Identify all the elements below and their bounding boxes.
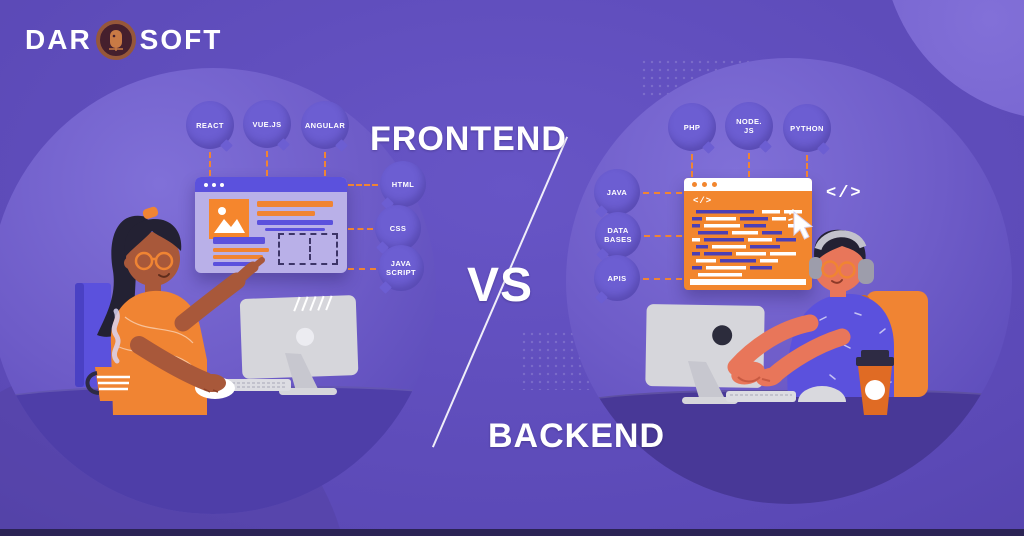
window-dot-icon bbox=[212, 182, 216, 187]
window-dot-icon bbox=[712, 182, 717, 187]
bubble-java: JAVA bbox=[594, 169, 640, 215]
browser-titlebar bbox=[195, 177, 347, 192]
darsoft-logo: DAR SOFT bbox=[25, 20, 222, 60]
dashed-connector bbox=[691, 154, 693, 177]
dashed-connector bbox=[643, 192, 682, 194]
bubble-python: PYTHON bbox=[783, 104, 831, 152]
dashed-connector bbox=[348, 268, 376, 270]
window-dot-icon bbox=[702, 182, 707, 187]
bubble-css: CSS bbox=[375, 205, 421, 251]
window-dot-icon bbox=[692, 182, 697, 187]
dashed-connector bbox=[266, 151, 268, 176]
code-editor-window: </> bbox=[684, 178, 812, 290]
text-line-bar bbox=[257, 220, 333, 225]
image-placeholder-icon bbox=[209, 199, 249, 239]
dashed-placeholder-box bbox=[278, 233, 338, 265]
owl-emblem-icon bbox=[95, 20, 136, 60]
text-line-bar bbox=[213, 237, 265, 244]
backend-desk bbox=[566, 390, 1012, 504]
frontend-heading: FRONTEND bbox=[370, 120, 567, 158]
dashed-connector bbox=[806, 155, 808, 177]
dashed-connector bbox=[644, 235, 682, 237]
dashed-connector bbox=[324, 152, 326, 176]
bubble-javascript: JAVA SCRIPT bbox=[378, 245, 424, 291]
bubble-databases: DATA BASES bbox=[595, 212, 641, 258]
bubble-angular: ANGULAR bbox=[301, 101, 349, 149]
text-line-bar bbox=[213, 248, 269, 252]
text-line-bar bbox=[257, 211, 315, 216]
bubble-html: HTML bbox=[380, 161, 426, 207]
text-line-bar bbox=[213, 262, 255, 266]
bubble-vuejs: VUE.JS bbox=[243, 100, 291, 148]
mouse-cursor-icon bbox=[788, 209, 814, 240]
logo-text-suffix: SOFT bbox=[139, 24, 223, 55]
picture-icon bbox=[214, 207, 245, 233]
bubble-php: PHP bbox=[668, 103, 716, 151]
dashed-connector bbox=[348, 228, 373, 230]
dashed-connector bbox=[643, 278, 682, 280]
dashed-connector bbox=[748, 153, 750, 177]
window-dot-icon bbox=[204, 182, 208, 187]
bubble-nodejs: NODE. JS bbox=[725, 102, 773, 150]
bubble-react: REACT bbox=[186, 101, 234, 149]
code-lines-graphic bbox=[692, 210, 802, 277]
backend-heading: BACKEND bbox=[488, 417, 665, 455]
text-line-bar bbox=[257, 201, 333, 207]
code-editor-titlebar bbox=[684, 178, 812, 191]
code-tag-icon: </> bbox=[693, 196, 713, 206]
logo-text-prefix: DAR bbox=[25, 24, 92, 55]
dashed-connector bbox=[348, 184, 378, 186]
frontend-developer-illustration bbox=[75, 206, 359, 415]
browser-window bbox=[195, 177, 347, 273]
code-editor-footer-bar bbox=[690, 279, 806, 285]
bottom-edge-strip bbox=[0, 529, 1024, 536]
code-tag-icon: </> bbox=[826, 184, 863, 203]
bubble-apis: APIS bbox=[594, 255, 640, 301]
text-line-bar bbox=[213, 255, 263, 259]
text-line-bar bbox=[265, 228, 325, 231]
dashed-connector bbox=[209, 152, 211, 176]
owl-icon bbox=[108, 30, 123, 51]
versus-heading: VS bbox=[467, 259, 534, 312]
backend-developer-illustration bbox=[645, 229, 928, 415]
window-dot-icon bbox=[220, 182, 224, 187]
